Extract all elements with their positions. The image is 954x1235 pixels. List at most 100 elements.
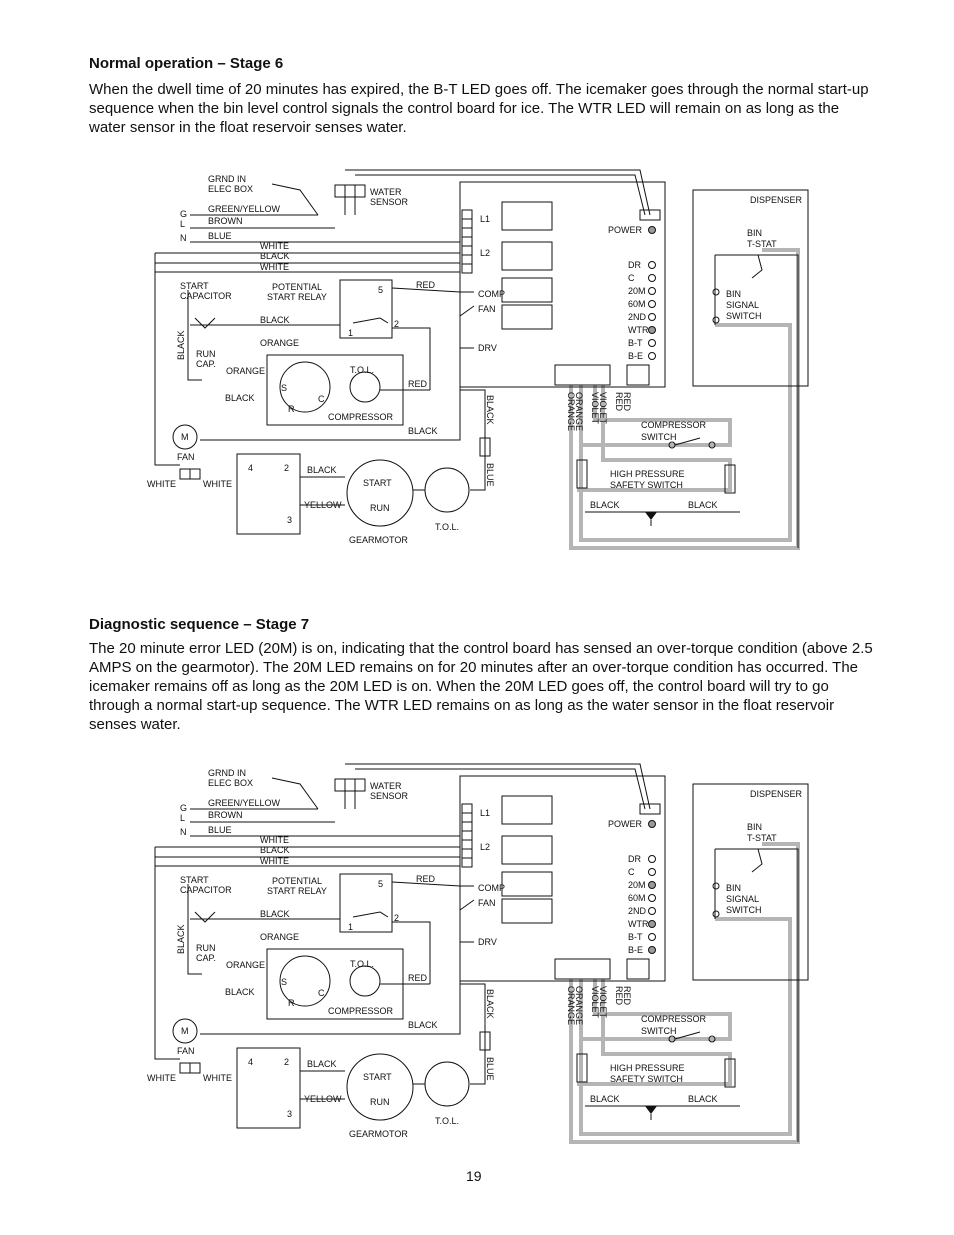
compressor-motor [279, 361, 331, 413]
diagram-label: START RELAY [267, 886, 327, 896]
diagram-label: BLACK [307, 1059, 337, 1069]
diagram-label: RED [408, 379, 428, 389]
led-label-wtr: WTR [628, 919, 649, 929]
box [461, 803, 473, 814]
wire [715, 848, 799, 1142]
diagram-label: WHITE [203, 479, 232, 489]
diagram-label: SWITCH [726, 311, 762, 321]
connector-wire-label: VIOLET [590, 392, 600, 425]
diagram-label: 5 [378, 879, 383, 889]
wire [200, 981, 461, 1035]
diagram-label: S [281, 977, 287, 987]
wire [751, 848, 763, 873]
led-dr [648, 261, 656, 269]
box [461, 236, 473, 247]
gearmotor [346, 459, 414, 527]
gear-relay-box [236, 1047, 301, 1129]
diagram-label: COMPRESSOR [641, 420, 707, 430]
led-2nd [648, 907, 656, 915]
diagram-label: 2 [284, 1057, 289, 1067]
box [554, 364, 611, 386]
led-c [648, 274, 656, 282]
diagram-label: C [318, 988, 325, 998]
connector-wire-label: RED [622, 392, 632, 412]
box [461, 209, 473, 220]
diagram-label: HIGH PRESSURE [610, 1063, 685, 1073]
wire [271, 183, 319, 216]
box [461, 839, 473, 850]
led-dr [648, 855, 656, 863]
diode-icon [645, 512, 657, 520]
grnd-label: ELEC BOX [208, 778, 253, 788]
diagram-label: L [180, 813, 185, 823]
connector-wire-label: ORANGE [574, 392, 584, 431]
diagram-label: FAN [478, 304, 496, 314]
diagram-label: 5 [378, 285, 383, 295]
diagram-label: BROWN [208, 810, 243, 820]
connector-wire-label: ORANGE [566, 392, 576, 431]
wire [459, 899, 475, 911]
diagram-label: 3 [287, 515, 292, 525]
led-label-dr: DR [628, 260, 641, 270]
diagram-label: RUN [196, 349, 216, 359]
led-20m [648, 881, 656, 889]
switch-contact [708, 1035, 716, 1043]
diagram-label: T-STAT [747, 833, 777, 843]
diagram-label: WHITE [147, 1073, 176, 1083]
control-board [459, 181, 666, 388]
led-label-wtr: WTR [628, 325, 649, 335]
potential-relay [339, 873, 393, 933]
box [334, 778, 366, 792]
led-label-60m: 60M [628, 893, 646, 903]
diagram-label: BLACK [225, 393, 255, 403]
potential-relay [339, 279, 393, 339]
wire [187, 884, 202, 975]
led-b-t [648, 339, 656, 347]
diagram-label: L2 [480, 842, 490, 852]
box [461, 263, 473, 274]
box [501, 304, 553, 330]
diagram-label: BLACK [408, 426, 438, 436]
water-sensor-label: SENSOR [370, 791, 409, 801]
diagram-label: CAPACITOR [180, 885, 232, 895]
dispenser-label: DISPENSER [750, 195, 803, 205]
box [334, 184, 366, 198]
section-paragraph-stage6: When the dwell time of 20 minutes has ex… [89, 81, 869, 136]
led-2nd [648, 313, 656, 321]
diagram-label: RED [408, 973, 428, 983]
box [554, 958, 611, 980]
box [461, 848, 473, 859]
diode-icon [645, 1106, 657, 1114]
led-20m [648, 287, 656, 295]
wire [200, 387, 461, 441]
led-60m [648, 894, 656, 902]
connector-wire-label: RED [622, 986, 632, 1006]
diagram-label: WHITE [203, 1073, 232, 1083]
diagram-label: ORANGE [260, 932, 299, 942]
wire [355, 768, 646, 810]
box [639, 209, 661, 221]
diagram-label: BIN [747, 822, 762, 832]
wire [580, 385, 732, 447]
box [501, 835, 553, 865]
connector-wire-label: RED [614, 392, 624, 412]
grnd-label: GRND IN [208, 768, 246, 778]
diagram-label: START [363, 478, 392, 488]
diagram-label: POTENTIAL [272, 876, 322, 886]
diagram-label: 4 [248, 1057, 253, 1067]
diagram-label: SAFETY SWITCH [610, 480, 683, 490]
diagram-label: RUN [370, 503, 390, 513]
led-wtr [648, 326, 656, 334]
led-label-b-t: B-T [628, 932, 643, 942]
led-60m [648, 300, 656, 308]
diagram-label: HIGH PRESSURE [610, 469, 685, 479]
dispenser-label: DISPENSER [750, 789, 803, 799]
section-paragraph-stage7: The 20 minute error LED (20M) is on, ind… [89, 640, 873, 733]
led-label-power: POWER [608, 225, 643, 235]
wire [460, 983, 486, 1085]
box [189, 1062, 201, 1074]
diagram-label: BLACK [590, 1094, 620, 1104]
diagram-label: BROWN [208, 216, 243, 226]
led-label-20m: 20M [628, 880, 646, 890]
blue-vertical: BLUE [485, 463, 495, 487]
